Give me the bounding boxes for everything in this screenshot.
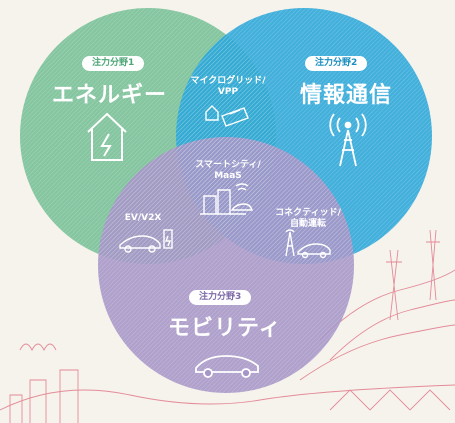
mobility-badge: 注力分野3	[189, 290, 252, 305]
smart-city-label: スマートシティ/ MaaS	[176, 160, 280, 182]
house-lightning-icon	[87, 112, 127, 161]
ict-badge: 注力分野2	[305, 56, 368, 71]
ev-v2x-line1: EV/V2X	[124, 213, 162, 223]
smart-city-line1: スマートシティ/	[195, 160, 261, 170]
microgrid-line1: マイクログリッド/	[190, 76, 266, 86]
energy-badge: 注力分野1	[82, 56, 145, 71]
energy-title: エネルギー	[52, 83, 168, 108]
microgrid-icon	[205, 105, 249, 127]
smart-city-icon	[200, 183, 253, 215]
connected-car-icon	[285, 229, 331, 259]
smart-city-line2: MaaS	[214, 171, 242, 181]
ict-title: 情報通信	[300, 83, 393, 108]
connected-label: コネクティッド/ 自動運転	[268, 208, 348, 230]
mobility-title: モビリティ	[168, 316, 282, 341]
city-illustration	[0, 229, 455, 423]
microgrid-label: マイクログリッド/ VPP	[176, 76, 280, 98]
ev-v2x-label: EV/V2X	[108, 213, 178, 224]
connected-line2: 自動運転	[289, 219, 326, 229]
radio-tower-icon	[329, 113, 367, 167]
car-icon	[195, 355, 259, 378]
microgrid-line2: VPP	[217, 87, 239, 97]
ev-charger-icon	[119, 229, 173, 253]
connected-line1: コネクティッド/	[275, 208, 341, 218]
